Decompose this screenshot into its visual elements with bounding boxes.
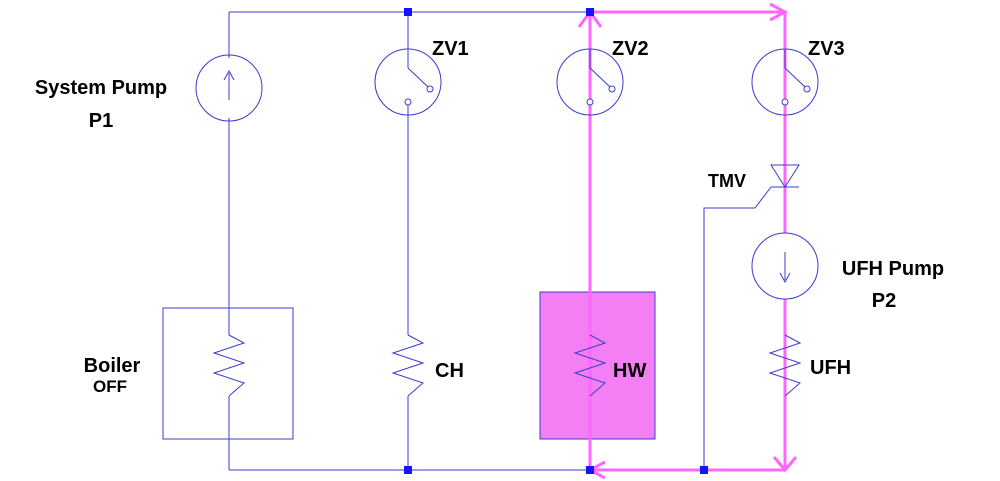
ufh-loop-icon bbox=[768, 334, 802, 397]
junction-node bbox=[700, 466, 708, 474]
junction-nodes bbox=[404, 8, 708, 474]
flow-arrow-top-right bbox=[769, 2, 789, 22]
junction-node bbox=[586, 466, 594, 474]
hw-coil-icon bbox=[573, 334, 607, 397]
flow-arrow-down-right bbox=[772, 456, 798, 473]
boiler-state-label: OFF bbox=[93, 377, 127, 396]
system-pump-icon bbox=[195, 54, 263, 122]
zv3-label: ZV3 bbox=[808, 38, 845, 60]
zv2-label: ZV2 bbox=[612, 38, 649, 60]
ufh-pump-icon bbox=[751, 232, 819, 300]
system-pump-label: System Pump bbox=[35, 77, 167, 99]
zone-valve-zv2-icon bbox=[556, 48, 624, 116]
boiler-heat-exchanger-icon bbox=[212, 334, 246, 397]
tmv-valve-icon bbox=[770, 164, 800, 188]
ufh-label: UFH bbox=[810, 357, 851, 379]
ufh-pump-id-label: P2 bbox=[872, 290, 896, 312]
ufh-pump-label: UFH Pump bbox=[842, 258, 944, 280]
boiler-box bbox=[162, 307, 294, 440]
wiring bbox=[228, 11, 786, 471]
ch-label: CH bbox=[435, 360, 464, 382]
junction-node bbox=[404, 8, 412, 16]
zv1-label: ZV1 bbox=[432, 38, 469, 60]
zone-valve-zv1-icon bbox=[374, 48, 442, 116]
junction-node bbox=[404, 466, 412, 474]
zone-valve-zv3-icon bbox=[751, 48, 819, 116]
tmv-label: TMV bbox=[708, 171, 746, 191]
system-pump-id-label: P1 bbox=[89, 110, 113, 132]
hw-label: HW bbox=[613, 360, 646, 382]
junction-node bbox=[586, 8, 594, 16]
ch-radiator-icon bbox=[391, 334, 425, 397]
boiler-label: Boiler bbox=[84, 355, 141, 377]
